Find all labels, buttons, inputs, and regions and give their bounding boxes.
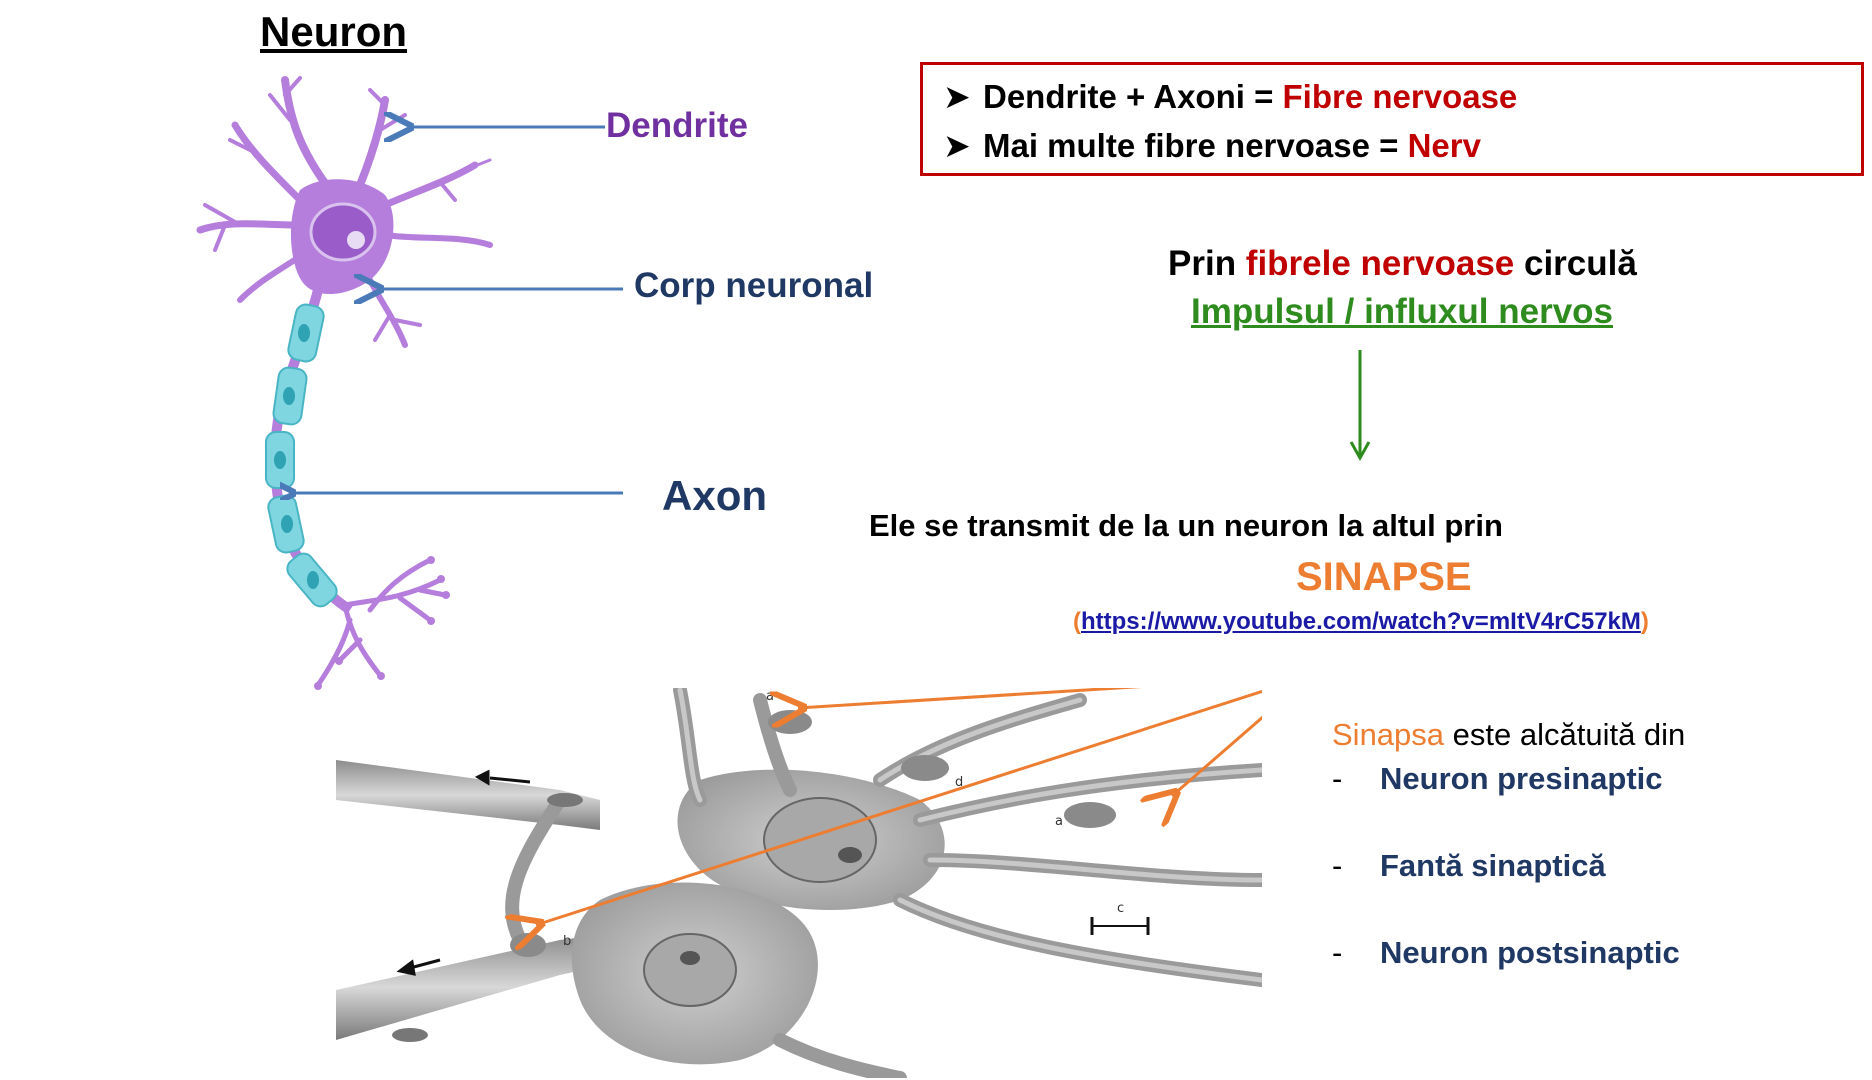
impulse-heading: Impulsul / influxul nervos: [1191, 292, 1613, 331]
micro-letter-b: b: [563, 934, 571, 949]
axon-terminals: [315, 557, 448, 688]
synapse-intro-text: este alcătuită din: [1444, 717, 1686, 752]
link-paren: (: [1073, 608, 1081, 635]
impulse-intro-text: circulă: [1514, 244, 1637, 283]
synapse-intro: Sinapsa este alcătuită din: [1332, 717, 1685, 753]
label-pointers: [280, 110, 623, 500]
neuron-illustration: [196, 76, 493, 690]
definition-text: Mai multe fibre nervoase =: [983, 127, 1408, 164]
definition-term: Fibre nervoase: [1282, 78, 1518, 115]
impulse-intro-term: fibrele nervoase: [1245, 244, 1515, 283]
synaptic-knob: [768, 710, 812, 734]
video-link: (https://www.youtube.com/watch?v=mItV4rC…: [1073, 608, 1649, 636]
synapse-micrograph: a d a b c: [336, 688, 1262, 1078]
transmission-text: Ele se transmit de la un neuron la altul…: [869, 508, 1503, 543]
presynaptic-neuron-label: Neuron presinaptic: [1380, 761, 1663, 796]
definition-term: Nerv: [1407, 127, 1481, 164]
link-paren: ): [1640, 608, 1649, 635]
dendrite-label: Dendrite: [606, 106, 748, 145]
arrow-bullet-icon: ➤: [943, 127, 971, 164]
synaptic-knob: [510, 933, 546, 957]
micro-letter-c: c: [1117, 901, 1124, 916]
definition-text: Dendrite + Axoni =: [983, 78, 1283, 115]
synaptic-knob: [901, 755, 949, 781]
micro-letter-a-right: a: [1055, 814, 1063, 829]
postsynaptic-neuron-label: Neuron postsinaptic: [1380, 935, 1680, 970]
micro-letter-d: d: [955, 775, 963, 790]
impulse-intro-text: Prin: [1168, 244, 1246, 283]
micro-letter-a-top: a: [766, 689, 774, 704]
synapse-pointers: [536, 688, 1262, 925]
list-item: - Neuron presinaptic: [1332, 761, 1663, 797]
definition-box: ➤ Dendrite + Axoni = Fibre nervoase ➤ Mai …: [920, 62, 1864, 176]
list-dash: -: [1332, 848, 1343, 883]
definition-line-nerve: ➤ Mai multe fibre nervoase = Nerv: [943, 126, 1481, 165]
down-arrow-icon: [1349, 350, 1371, 462]
definition-line-fibres: ➤ Dendrite + Axoni = Fibre nervoase: [943, 77, 1517, 116]
synaptic-cleft-label: Fantă sinaptică: [1380, 848, 1606, 883]
dendrites: [196, 76, 493, 348]
list-dash: -: [1332, 935, 1343, 970]
axon-label: Axon: [662, 472, 767, 519]
arrow-bullet-icon: ➤: [943, 78, 971, 115]
cell-body-label: Corp neuronal: [634, 266, 874, 305]
page-title: Neuron: [260, 8, 407, 55]
synapse-term: Sinapsa: [1332, 717, 1445, 752]
synapse-heading: SINAPSE: [1296, 555, 1472, 599]
list-item: - Neuron postsinaptic: [1332, 935, 1680, 971]
list-item: - Fantă sinaptică: [1332, 848, 1606, 884]
synaptic-knob: [1064, 802, 1116, 828]
impulse-intro: Prin fibrele nervoase circulă: [1168, 244, 1637, 284]
list-dash: -: [1332, 761, 1343, 796]
youtube-link[interactable]: https://www.youtube.com/watch?v=mItV4rC5…: [1081, 608, 1641, 635]
